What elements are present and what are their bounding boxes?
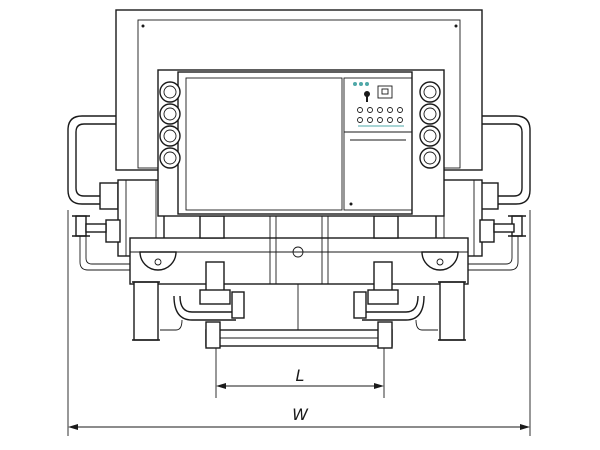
gauge-right-3: [419, 125, 441, 147]
right-lower-header: [353, 261, 466, 341]
control-cabinet: [157, 69, 445, 217]
bottom-crossbar: [205, 284, 393, 349]
right-valve-assembly: [464, 215, 526, 271]
gauge-left-4: [159, 147, 181, 169]
button-row-1: [357, 107, 403, 113]
left-refrigerant-pipe: [67, 115, 119, 210]
left-gauge-column: [159, 81, 181, 169]
base-frame: [129, 237, 469, 285]
dimension-l: L: [215, 348, 385, 398]
gauge-left-3: [159, 125, 181, 147]
right-refrigerant-pipe: [479, 115, 531, 210]
gauge-right-1: [419, 81, 441, 103]
left-valve-assembly: [72, 215, 136, 271]
gauge-right-4: [419, 147, 441, 169]
dimension-w-label: W: [292, 405, 309, 424]
left-lower-header: [132, 261, 245, 341]
control-panel: [349, 82, 404, 206]
gauge-right-2: [419, 103, 441, 125]
gauge-left-2: [159, 103, 181, 125]
key-icon: [364, 91, 370, 102]
button-row-2: [357, 117, 403, 123]
dimension-l-label: L: [296, 366, 305, 385]
dimension-w: W: [67, 210, 531, 436]
center-supports: [199, 215, 399, 284]
right-gauge-column: [419, 81, 441, 169]
gauge-left-1: [159, 81, 181, 103]
display-icon: [377, 85, 393, 99]
